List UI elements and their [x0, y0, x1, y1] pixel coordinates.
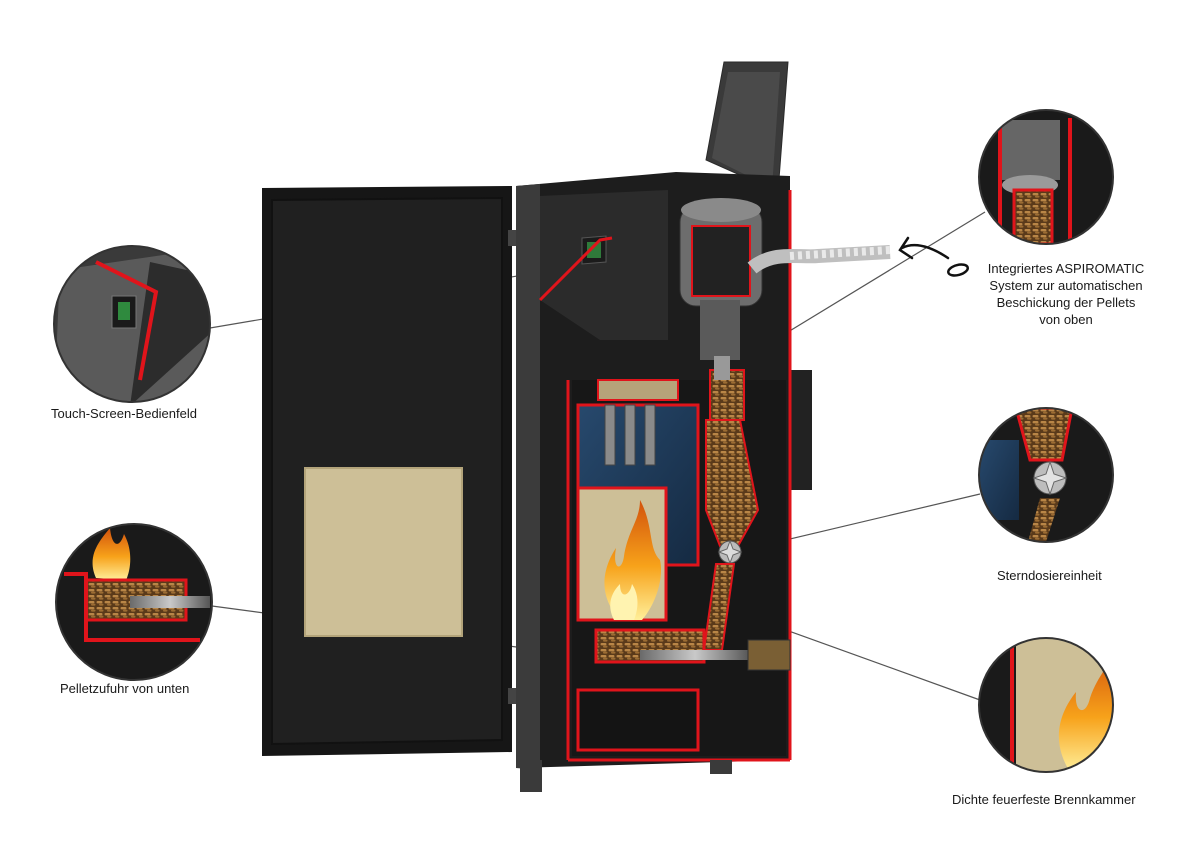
- feed-direction-arrow-icon: [898, 236, 969, 277]
- label-star-doser: Sterndosiereinheit: [997, 568, 1102, 583]
- label-touch-screen: Touch-Screen-Bedienfeld: [51, 406, 197, 421]
- feed-screw: [640, 650, 750, 660]
- label-aspiromatic-line-4: von oben: [1039, 312, 1093, 327]
- label-aspiromatic-line-1: Integriertes ASPIROMATIC: [987, 261, 1145, 276]
- stove-body: [516, 61, 891, 792]
- detail-circle-pellet-feed: [56, 524, 212, 680]
- label-pellet-feed: Pelletzufuhr von unten: [60, 681, 190, 696]
- label-aspiromatic-line-2: System zur automatischen: [989, 278, 1143, 293]
- label-aspiromatic: Integriertes ASPIROMATIC System zur auto…: [966, 260, 1166, 328]
- star-doser: [717, 539, 743, 565]
- door-vermiculite-panel: [305, 468, 462, 636]
- label-aspiromatic-line-3: Beschickung der Pellets: [996, 295, 1136, 310]
- stove-door: [262, 186, 518, 756]
- suction-hose: [747, 245, 891, 274]
- aspiromatic-unit: [679, 198, 763, 380]
- detail-circle-star-doser: [979, 408, 1113, 542]
- detail-circle-touch-screen: [54, 246, 210, 402]
- detail-circle-aspiromatic: [979, 110, 1113, 244]
- label-combustion-chamber: Dichte feuerfeste Brennkammer: [952, 792, 1136, 807]
